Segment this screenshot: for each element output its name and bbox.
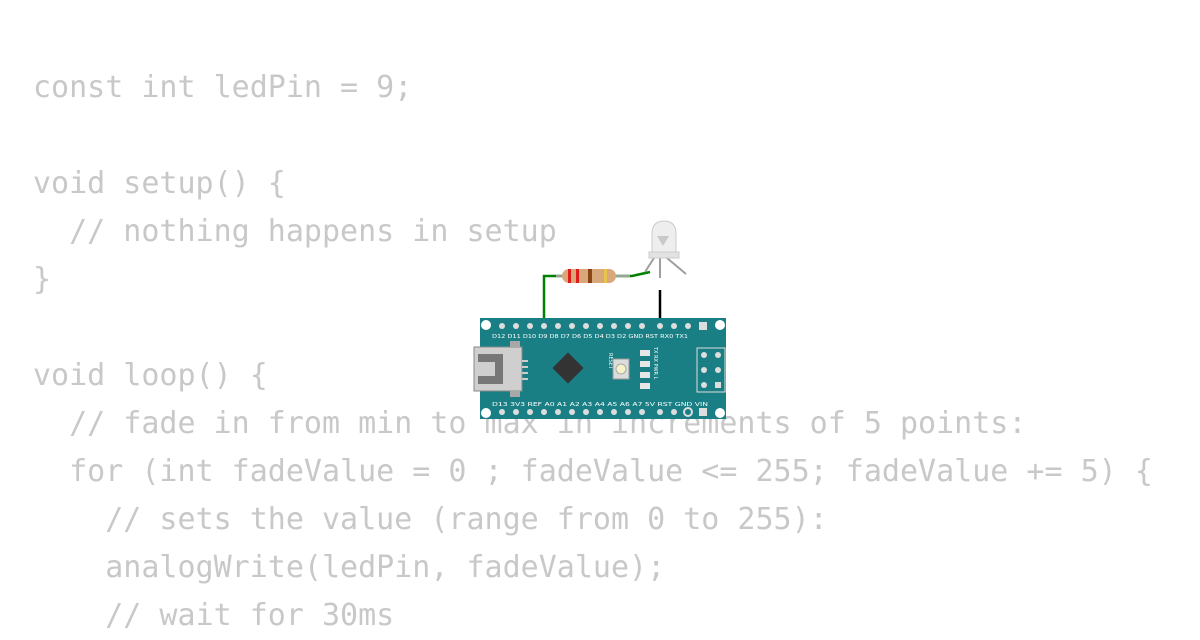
code-line[interactable]: const int ledPin = 9; <box>33 70 413 105</box>
top-pin-labels: D12 D11 D10 D9 D8 D7 D6 D5 D4 D3 D2 GND … <box>492 334 688 340</box>
code-line[interactable]: analogWrite(ledPin, fadeValue); <box>33 550 666 585</box>
code-line[interactable]: } <box>33 262 52 297</box>
circuit-diagram[interactable]: D12 D11 D10 D9 D8 D7 D6 D5 D4 D3 D2 GND … <box>470 215 740 430</box>
code-line[interactable]: // sets the value (range from 0 to 255): <box>33 502 828 537</box>
code-line[interactable]: for (int fadeValue = 0 ; fadeValue <= 25… <box>33 454 1153 489</box>
icsp-header <box>696 347 726 393</box>
code-editor[interactable]: const int ledPin = 9; void setup() { // n… <box>33 64 1153 640</box>
code-line[interactable]: // wait for 30ms <box>33 598 395 633</box>
code-line[interactable]: // nothing happens in setup <box>33 214 557 249</box>
status-leds-label: TX RX PWR L <box>652 346 658 380</box>
bottom-pin-labels: D13 3V3 REF A0 A1 A2 A3 A4 A5 A6 A7 5V R… <box>492 402 708 408</box>
code-line[interactable]: void loop() { <box>33 358 268 393</box>
status-leds <box>640 350 650 389</box>
code-line[interactable]: void setup() { <box>33 166 286 201</box>
code-line[interactable] <box>33 112 1153 160</box>
microcontroller-chip <box>552 352 584 384</box>
reset-label: RESET <box>607 353 613 370</box>
code-line[interactable]: // fade in from min to max in increments… <box>33 406 1027 441</box>
arduino-nano-board[interactable]: D12 D11 D10 D9 D8 D7 D6 D5 D4 D3 D2 GND … <box>473 318 726 419</box>
top-pin-header <box>499 322 707 330</box>
bottom-pin-header <box>499 407 707 417</box>
led[interactable] <box>644 220 687 278</box>
signal-wire[interactable] <box>542 274 562 323</box>
reset-button[interactable] <box>612 358 630 380</box>
resistor[interactable] <box>556 269 630 283</box>
usb-connector <box>473 341 528 397</box>
